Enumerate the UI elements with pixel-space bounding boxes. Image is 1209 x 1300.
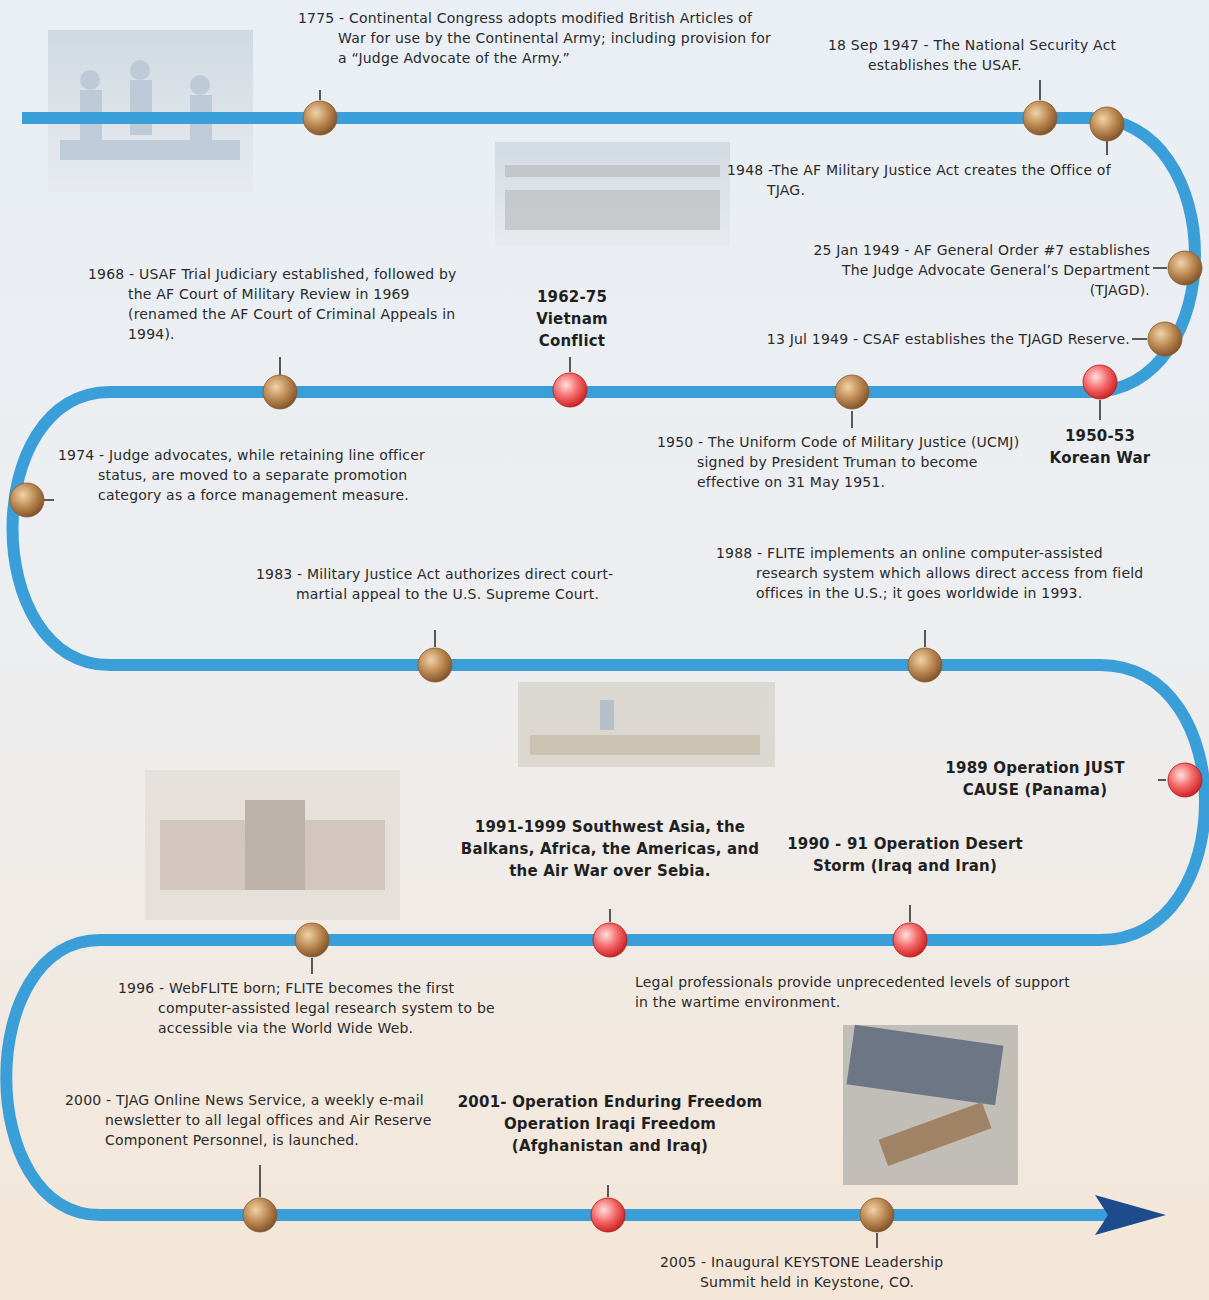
event-label: 2000 - TJAG Online News Service, a weekl… bbox=[65, 1090, 460, 1150]
event-label: 1968 - USAF Trial Judiciary established,… bbox=[88, 264, 468, 344]
event-label: 1974 - Judge advocates, while retaining … bbox=[58, 445, 428, 505]
event-label: 18 Sep 1947 - The National Security Act … bbox=[828, 35, 1193, 75]
event-label: 1983 - Military Justice Act authorizes d… bbox=[256, 564, 656, 604]
event-label: 1775 - Continental Congress adopts modif… bbox=[298, 8, 783, 68]
event-marker bbox=[10, 101, 1202, 1232]
leader-tick bbox=[44, 80, 1167, 1248]
event-label: Legal professionals provide unprecedente… bbox=[635, 972, 1075, 1012]
event-label: 25 Jan 1949 - AF General Order #7 establ… bbox=[800, 240, 1150, 300]
bold-event-label: 2001- Operation Enduring Freedom Operati… bbox=[455, 1091, 765, 1157]
bold-event-label: 1950-53 Korean War bbox=[1040, 425, 1160, 469]
bold-event-label: 1991-1999 Southwest Asia, the Balkans, A… bbox=[455, 816, 765, 882]
event-label: 1988 - FLITE implements an online comput… bbox=[716, 543, 1146, 603]
bold-event-label: 1990 - 91 Operation Desert Storm (Iraq a… bbox=[775, 833, 1035, 877]
event-label: 2005 - Inaugural KEYSTONE Leadership Sum… bbox=[660, 1252, 995, 1292]
event-label: 13 Jul 1949 - CSAF establishes the TJAGD… bbox=[640, 329, 1130, 349]
event-label: 1950 - The Uniform Code of Military Just… bbox=[657, 432, 1027, 492]
photo bbox=[843, 1025, 1018, 1185]
timeline-arrowhead bbox=[1095, 1195, 1166, 1235]
photo bbox=[48, 30, 253, 192]
photo bbox=[518, 682, 775, 767]
event-label: 1948 -The AF Military Justice Act create… bbox=[727, 160, 1137, 200]
bold-event-label: 1989 Operation JUST CAUSE (Panama) bbox=[915, 757, 1155, 801]
photo bbox=[495, 142, 730, 247]
bold-event-label: 1962-75 Vietnam Conflict bbox=[522, 286, 622, 352]
photo bbox=[145, 770, 400, 920]
timeline-band bbox=[6, 118, 1205, 1215]
event-label: 1996 - WebFLITE born; FLITE becomes the … bbox=[118, 978, 513, 1038]
